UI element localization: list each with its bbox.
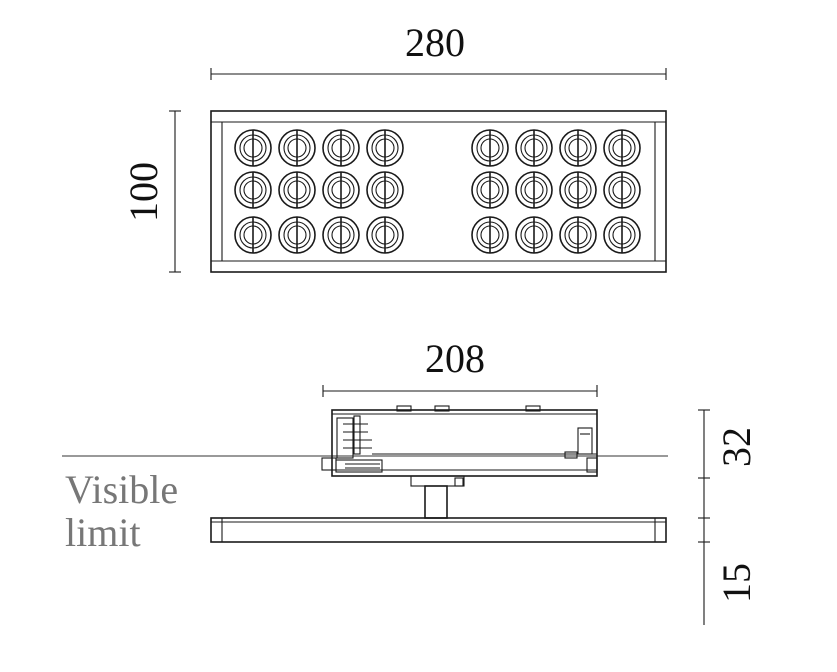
mounting-stem <box>410 475 465 519</box>
lens <box>471 171 509 209</box>
lens <box>234 216 272 254</box>
lens <box>603 216 641 254</box>
side-height-lower-label: 15 <box>714 563 759 603</box>
lens <box>366 129 404 167</box>
lens <box>603 171 641 209</box>
top-width-label: 280 <box>405 20 465 65</box>
lens <box>471 216 509 254</box>
lens <box>234 129 272 167</box>
lens <box>471 129 509 167</box>
light-bar-side <box>210 517 667 543</box>
top-view: 280 100 <box>121 20 667 273</box>
lens <box>366 216 404 254</box>
visible-limit-label-line2: limit <box>65 510 141 555</box>
lens <box>278 171 316 209</box>
lens <box>559 129 597 167</box>
visible-limit-label-line1: Visible <box>65 467 178 512</box>
lens <box>278 216 316 254</box>
lens <box>603 129 641 167</box>
lens <box>322 216 360 254</box>
top-height-label: 100 <box>121 162 166 222</box>
lens <box>559 171 597 209</box>
lens <box>559 216 597 254</box>
lens <box>234 171 272 209</box>
side-height-upper-label: 32 <box>714 427 759 467</box>
lens <box>322 129 360 167</box>
top-width-dimension: 280 <box>210 20 667 80</box>
lens-array <box>234 129 641 254</box>
lens <box>278 129 316 167</box>
side-width-label: 208 <box>425 336 485 381</box>
fixture-housing-top <box>210 110 667 273</box>
side-width-dimension: 208 <box>322 336 598 397</box>
lens <box>515 216 553 254</box>
side-height-dimension: 32 15 <box>698 409 759 625</box>
lens <box>515 129 553 167</box>
lens <box>366 171 404 209</box>
side-view: 208 Visible limit <box>62 336 759 625</box>
track-adapter <box>321 405 598 477</box>
lens <box>322 171 360 209</box>
top-height-dimension: 100 <box>121 110 181 273</box>
lens <box>515 171 553 209</box>
